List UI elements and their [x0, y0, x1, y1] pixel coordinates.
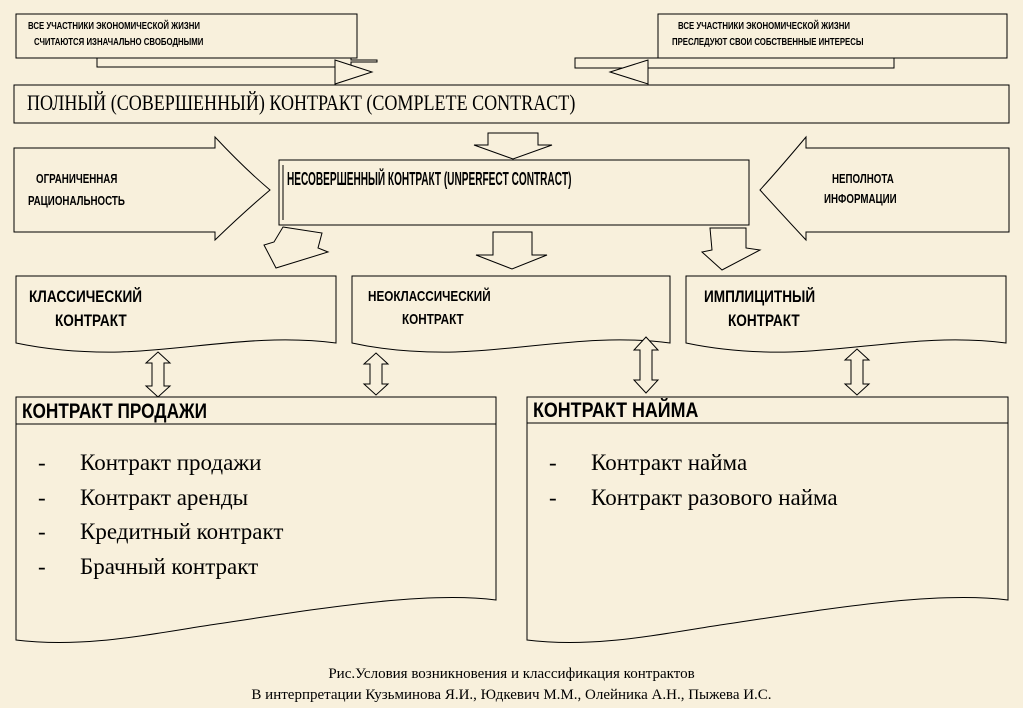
- hire-box-title: КОНТРАКТ НАЙМА: [533, 399, 699, 422]
- list-item-text: Брачный контракт: [80, 553, 259, 579]
- implicit-box: [685, 275, 1007, 353]
- classical-box: [15, 275, 337, 353]
- list-dash: -: [38, 450, 46, 475]
- figure-caption-line-1: Рис.Условия возникновения и классификаци…: [328, 666, 695, 682]
- double-arrow-4: [843, 348, 871, 396]
- left-factor-line-2: РАЦИОНАЛЬНОСТЬ: [28, 193, 125, 208]
- top-right-note-line-2: ПРЕСЛЕДУЮТ СВОИ СОБСТВЕННЫЕ ИНТЕРЕСЫ: [672, 37, 864, 48]
- list-item-text: Кредитный контракт: [80, 519, 284, 544]
- arrow-to-implicit: [700, 227, 762, 271]
- right-factor-arrow: [759, 135, 1010, 242]
- arrow-tip-left: [334, 59, 374, 85]
- sale-box-title: КОНТРАКТ ПРОДАЖИ: [22, 400, 207, 423]
- hire-box-header: [526, 396, 1009, 424]
- list-item: - Контракт найма: [541, 449, 838, 484]
- list-item: - Брачный контракт: [30, 553, 283, 588]
- right-factor-line-2: ИНФОРМАЦИИ: [824, 191, 897, 206]
- list-item: - Кредитный контракт: [30, 518, 283, 553]
- hire-box-body: [526, 422, 1009, 644]
- list-dash: -: [38, 519, 46, 544]
- neoclassical-box: [351, 275, 671, 353]
- down-arrow-to-imperfect: [473, 132, 553, 160]
- list-item-text: Контракт аренды: [80, 484, 249, 510]
- list-item-text: Контракт продажи: [80, 450, 262, 475]
- double-arrow-2: [362, 352, 390, 396]
- list-item: - Контракт продажи: [30, 449, 283, 484]
- list-dash: -: [549, 450, 557, 475]
- imperfect-contract-label: НЕСОВЕРШЕННЫЙ КОНТРАКТ (UNPERFECT CONTRA…: [287, 169, 572, 189]
- right-factor-line-1: НЕПОЛНОТА: [832, 171, 894, 186]
- complete-contract-box: [13, 84, 1010, 124]
- classical-contract-line-2: КОНТРАКТ: [55, 311, 127, 330]
- implicit-contract-line-2: КОНТРАКТ: [728, 311, 800, 330]
- arrow-to-neoclassical: [475, 231, 548, 270]
- arrow-tip-right: [608, 59, 649, 85]
- complete-contract-label: ПОЛНЫЙ (СОВЕРШЕННЫЙ) КОНТРАКТ (COMPLETE …: [27, 90, 576, 115]
- list-item-text: Контракт разового найма: [591, 484, 838, 510]
- list-dash: -: [38, 553, 46, 579]
- top-right-note-line-1: ВСЕ УЧАСТНИКИ ЭКОНОМИЧЕСКОЙ ЖИЗНИ: [678, 21, 850, 32]
- neoclassical-contract-line-2: КОНТРАКТ: [402, 311, 464, 328]
- implicit-contract-line-1: ИМПЛИЦИТНЫЙ: [704, 287, 816, 306]
- sale-box-body: [15, 423, 497, 644]
- sale-box-header: [15, 396, 497, 425]
- left-factor-arrow: [13, 135, 271, 242]
- list-dash: -: [549, 484, 557, 510]
- left-factor-line-1: ОГРАНИЧЕННАЯ: [36, 171, 118, 186]
- down-arrow-left-note: [96, 57, 378, 68]
- double-arrow-1: [144, 351, 172, 398]
- double-arrow-3: [632, 336, 660, 394]
- classical-contract-line-1: КЛАССИЧЕСКИЙ: [29, 287, 143, 306]
- list-item: - Контракт разового найма: [541, 484, 838, 519]
- hire-contract-list: - Контракт найма - Контракт разового найма: [541, 449, 838, 518]
- figure-caption-line-2: В интерпретации Кузьминова Я.И., Юдкевич…: [251, 687, 772, 703]
- down-arrow-right-note: [574, 57, 895, 69]
- neoclassical-contract-line-1: НЕОКЛАССИЧЕСКИЙ: [368, 288, 491, 305]
- top-left-note-line-2: СЧИТАЮТСЯ ИЗНАЧАЛЬНО СВОБОДНЫМИ: [34, 37, 204, 48]
- sale-contract-list: - Контракт продажи - Контракт аренды - Кред…: [30, 449, 283, 587]
- top-right-note-box: [657, 13, 1008, 59]
- list-item: - Контракт аренды: [30, 484, 283, 519]
- imperfect-contract-box: [278, 159, 750, 226]
- arrow-to-classical: [263, 226, 330, 269]
- list-item-text: Контракт найма: [591, 450, 748, 475]
- list-dash: -: [38, 484, 46, 510]
- top-left-note-line-1: ВСЕ УЧАСТНИКИ ЭКОНОМИЧЕСКОЙ ЖИЗНИ: [28, 21, 200, 32]
- top-left-note-box: [15, 13, 358, 59]
